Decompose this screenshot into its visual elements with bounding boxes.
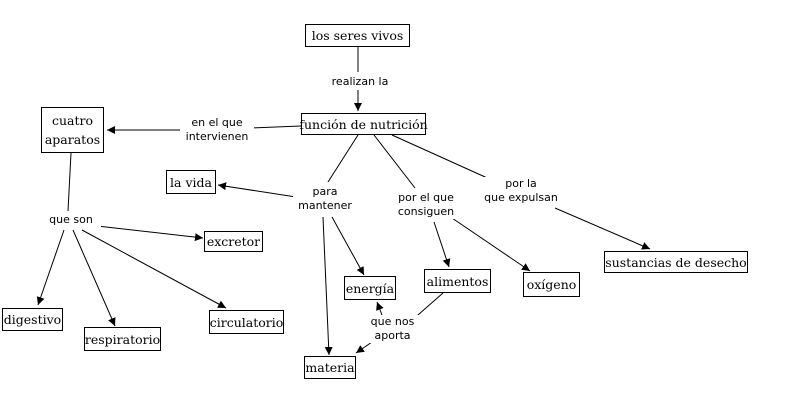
link-por-la-line1: por la [505,177,537,190]
node-circulatorio: circulatorio [209,310,284,334]
link-por-el-que-line1: por el que [398,191,454,204]
link-para-line1: para [312,185,338,198]
node-funcion-nutricion: función de nutrición [299,113,428,135]
arrow-que-son-circulatorio [81,229,227,309]
arrow-para-mantener-energia [331,216,365,276]
node-energia: energía [344,276,396,300]
arrow-aporta-energia [376,301,384,316]
node-digestivo: digestivo [2,308,63,331]
arrow-expulsan-sustancias [554,207,651,250]
arrow-que-son-excretor [96,225,204,242]
arrow-consiguen-alimentos [433,221,451,268]
arrow-para-mantener-la-vida [217,182,297,198]
link-mantener-line2: mantener [298,199,352,212]
node-oxigeno: oxígeno [523,272,580,297]
link-que-nos-aporta: que nos aporta [363,315,422,343]
link-en-el-que-intervienen: en el que intervienen [180,116,254,144]
arrow-que-son-respiratorio [72,229,116,327]
link-realizan-la: realizan la [324,75,396,89]
link-para-mantener: para mantener [293,185,357,213]
node-alimentos: alimentos [424,269,491,293]
link-que-nos-line1: que nos [370,315,415,328]
link-consiguen-line2: consiguen [397,205,455,218]
link-en-el-que-line1: en el que [191,116,243,129]
link-aporta-line2: aporta [374,329,411,342]
arrow-para-mantener-materia [322,216,333,356]
node-seres-vivos: los seres vivos [305,24,410,47]
link-que-son: que son [41,213,101,227]
link-intervienen-line2: intervienen [185,130,249,143]
arrow-que-son-digestivo [36,229,65,306]
arrow-aporta-materia [355,341,373,354]
connector-aparatos-que-son [67,152,72,212]
node-la-vida: la vida [166,170,216,194]
node-respiratorio: respiratorio [84,327,161,351]
node-cuatro-aparatos-line1: cuatro [51,113,94,128]
link-por-la-que-expulsan: por la que expulsan [478,177,564,205]
connector-funcion-intervienen [249,125,302,129]
node-cuatro-aparatos-line2: aparatos [44,132,101,147]
connector-funcion-expulsan [391,134,495,182]
connector-funcion-para-mantener [327,134,359,183]
node-sustancias-desecho: sustancias de desecho [604,251,748,273]
arrow-consiguen-oxigeno [451,217,531,272]
link-que-expulsan-line2: que expulsan [484,191,558,204]
connector-funcion-consiguen [373,134,416,189]
node-excretor: excretor [204,231,263,252]
node-materia: materia [304,356,356,379]
node-cuatro-aparatos: cuatro aparatos [41,107,104,153]
link-por-el-que-consiguen: por el que consiguen [387,191,465,219]
